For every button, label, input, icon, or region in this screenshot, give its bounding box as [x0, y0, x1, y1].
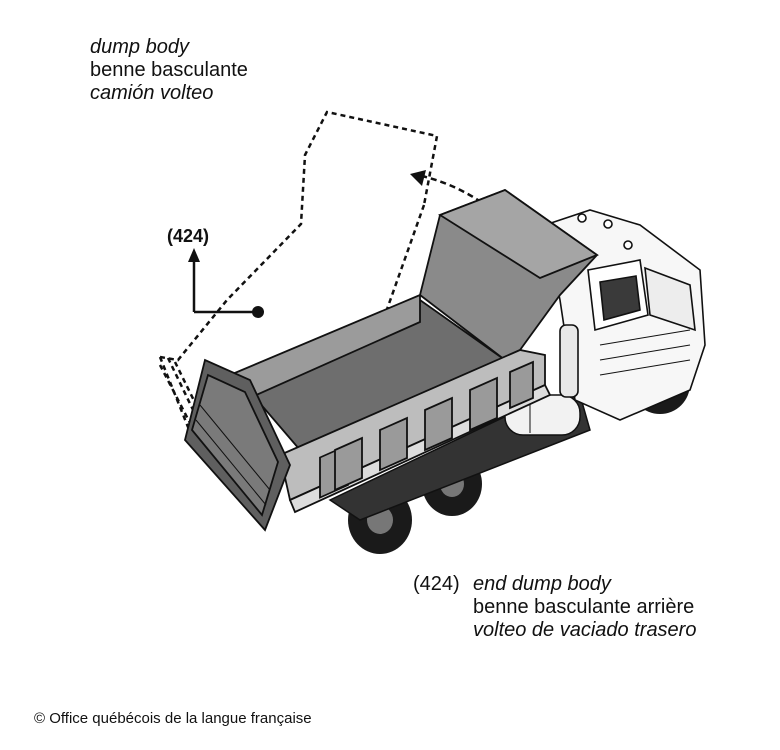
end-dump-body-french: benne basculante arrière: [473, 596, 695, 618]
reference-arrow: [188, 248, 264, 318]
dump-body-spanish: camión volteo: [90, 82, 214, 104]
dump-body: [184, 188, 599, 532]
end-dump-body-spanish: volteo de vaciado trasero: [473, 619, 697, 641]
dump-body-term: dump body benne basculante camión volteo: [90, 36, 248, 105]
dump-body-english: dump body: [90, 36, 189, 58]
end-dump-body-term: end dump body benne basculante arrière v…: [473, 573, 696, 642]
end-dump-body-english: end dump body: [473, 573, 611, 595]
end-dump-body-ref: (424): [413, 573, 460, 595]
reference-marker: (424): [167, 226, 210, 246]
copyright-notice: © Office québécois de la langue français…: [34, 710, 312, 727]
dump-body-french: benne basculante: [90, 59, 248, 81]
